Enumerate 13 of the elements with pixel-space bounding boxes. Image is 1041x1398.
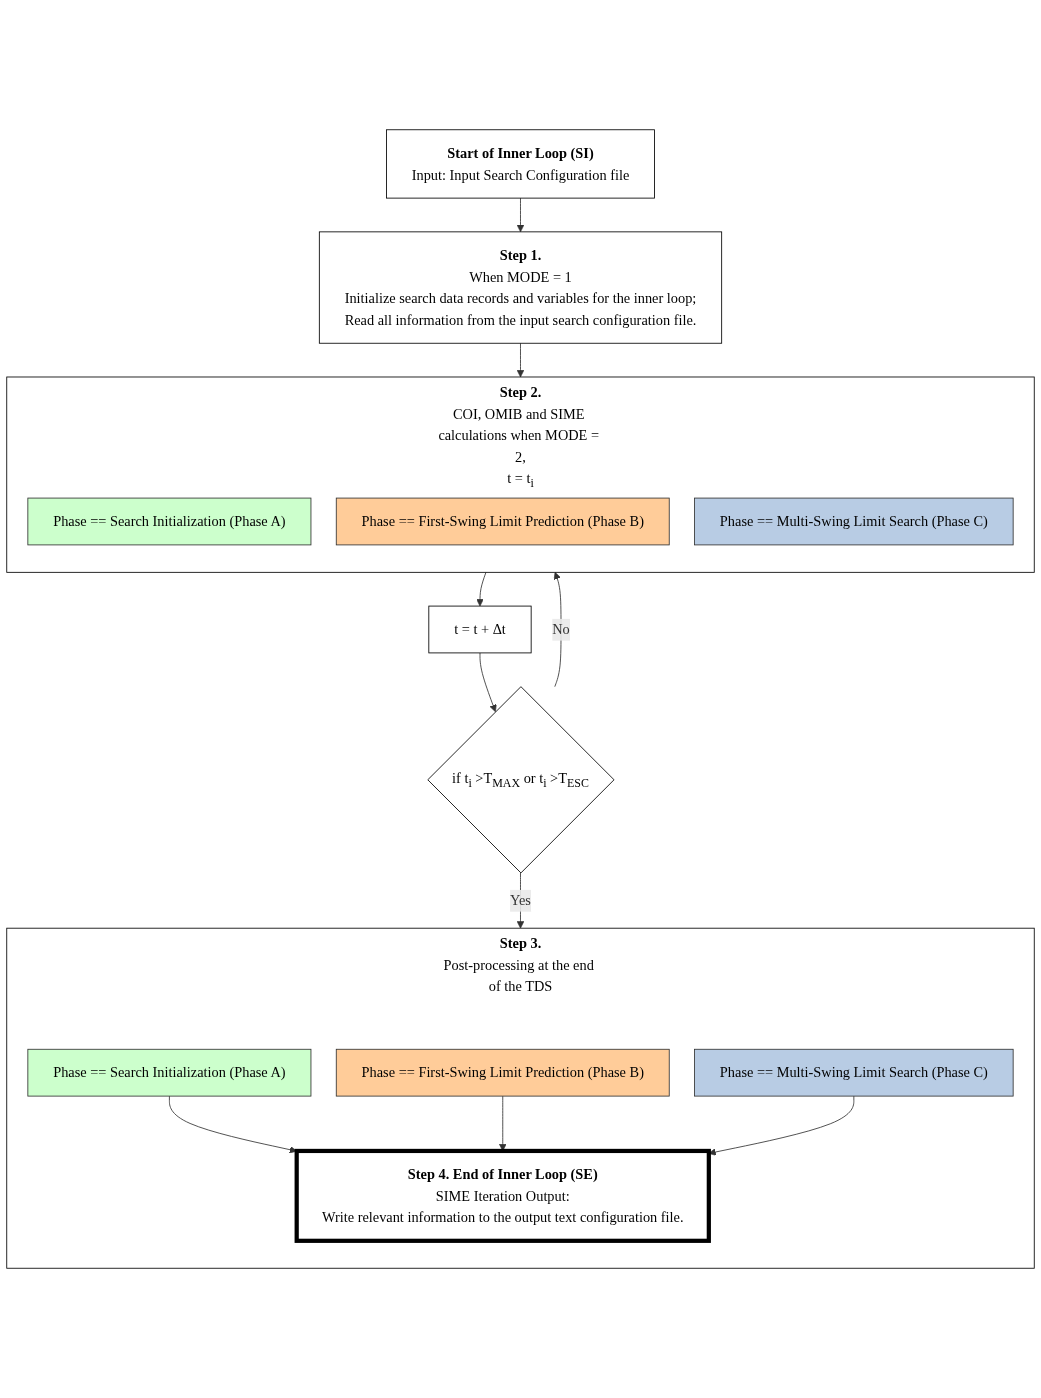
node-box: Start of Inner Loop (SI) Input: Input Search Configuration file	[386, 129, 655, 199]
node-box: Phase == Multi-Swing Limit Search (Phase C)	[694, 497, 1014, 546]
node-box: Step 1. When MODE = 1 Initialize search data records and variables for the inner loop; Read all information from the input search configuration file.	[318, 231, 723, 344]
edge-label: No	[552, 621, 570, 638]
edge-label: Yes	[510, 892, 531, 909]
node-box: Step 4. End of Inner Loop (SE) SIME Iteration Output: Write relevant information to the output text configuration file.	[294, 1148, 711, 1243]
node-diamond: if t$_{i}$ >T$_{MAX}$ or t$_{i}$ >T$_{ESC}$	[427, 686, 615, 874]
node-box: t = t + Δt	[428, 605, 532, 654]
node-box: Phase == Search Initialization (Phase A)	[27, 1048, 312, 1097]
node-box: Phase == First-Swing Limit Prediction (Phase B)	[335, 497, 670, 546]
node-box: Phase == First-Swing Limit Prediction (Phase B)	[335, 1048, 670, 1097]
node-box: Phase == Search Initialization (Phase A)	[27, 497, 312, 546]
node-box: Phase == Multi-Swing Limit Search (Phase C)	[694, 1048, 1014, 1097]
